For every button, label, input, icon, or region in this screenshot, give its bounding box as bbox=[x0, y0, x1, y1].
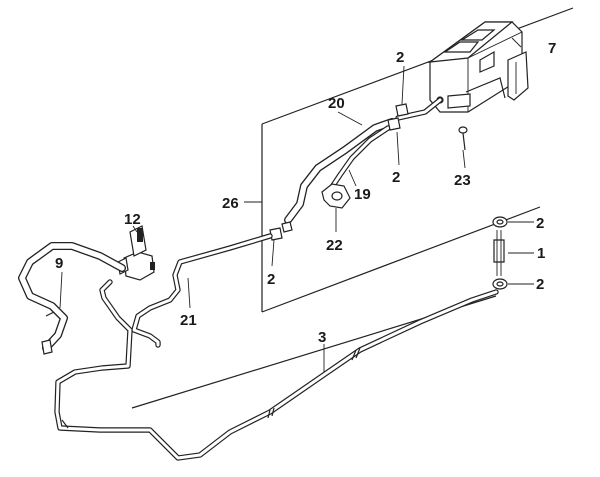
callout-26: 26 bbox=[222, 195, 239, 212]
callout-7: 7 bbox=[548, 40, 556, 57]
callout-2-side-upper: 2 bbox=[536, 215, 544, 232]
callout-9: 9 bbox=[55, 255, 63, 272]
callout-22: 22 bbox=[326, 237, 343, 254]
hose-19 bbox=[327, 125, 391, 193]
hose-20 bbox=[284, 118, 396, 224]
bracket bbox=[321, 183, 351, 209]
callout-21: 21 bbox=[180, 312, 197, 329]
callout-2-hose: 2 bbox=[392, 169, 400, 186]
pipe-couplers bbox=[45, 311, 361, 429]
hose-9 bbox=[18, 242, 126, 355]
callout-2-canister: 2 bbox=[396, 49, 404, 66]
pipe-21 bbox=[131, 233, 273, 348]
connector-tube bbox=[493, 230, 505, 276]
canister bbox=[427, 21, 529, 113]
callout-2-lower: 2 bbox=[267, 271, 275, 288]
callout-12: 12 bbox=[124, 211, 141, 228]
callout-19: 19 bbox=[354, 186, 371, 203]
callout-23: 23 bbox=[454, 172, 471, 189]
leader-lines bbox=[59, 37, 534, 372]
side-clamps bbox=[492, 216, 508, 290]
callout-20: 20 bbox=[328, 95, 345, 112]
callout-3: 3 bbox=[318, 329, 326, 346]
callout-1: 1 bbox=[537, 245, 545, 262]
bolt bbox=[458, 126, 468, 151]
hose-clamp bbox=[269, 103, 409, 241]
callout-2-side-lower: 2 bbox=[536, 276, 544, 293]
pipe-3 bbox=[54, 279, 499, 461]
solenoid-valve bbox=[117, 225, 155, 281]
